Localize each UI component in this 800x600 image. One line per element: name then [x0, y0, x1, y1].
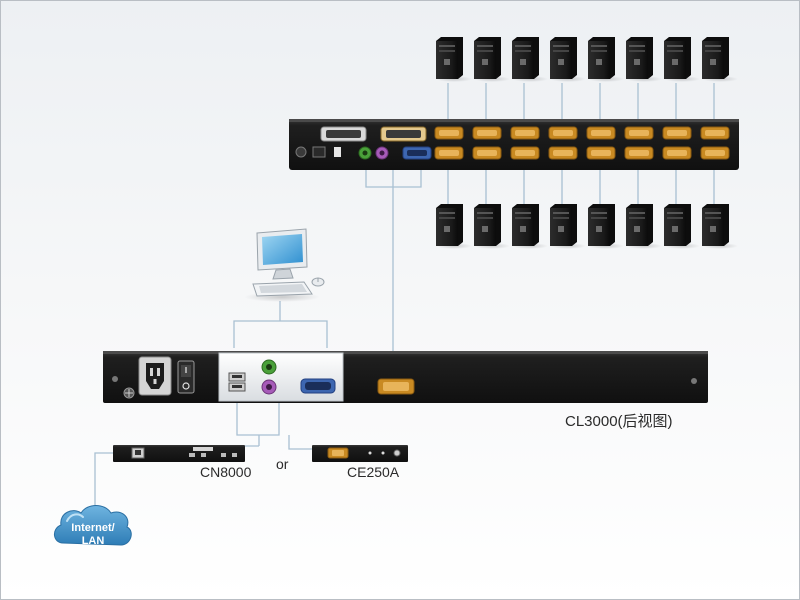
- server-tower-top-5: [588, 37, 624, 82]
- cloud-label-line1: Internet/: [71, 522, 115, 534]
- server-tower-bottom-8: [702, 204, 738, 249]
- cn8000-label: CN8000: [200, 464, 252, 480]
- server-port-2-8: [700, 146, 730, 160]
- server-tower-top-7: [664, 37, 700, 82]
- cl3000-label: CL3000(后视图): [565, 413, 673, 430]
- vga-port-cl3000: [300, 378, 336, 394]
- or-label: or: [276, 456, 289, 472]
- cable-workstation-to-cl3000: [233, 301, 328, 348]
- server-tower-bottom-1: [436, 204, 472, 249]
- server-port-2-6: [624, 146, 654, 160]
- server-port-1-7: [662, 126, 692, 140]
- vga-port: [402, 146, 432, 160]
- server-port-1-6: [624, 126, 654, 140]
- db25-connector-1: [320, 126, 367, 142]
- server-port-1-5: [586, 126, 616, 140]
- server-port-1-8: [700, 126, 730, 140]
- server-tower-bottom-3: [512, 204, 548, 249]
- ce250a-device: [312, 445, 408, 462]
- cables: [447, 83, 715, 204]
- usb-port-small: [334, 147, 341, 157]
- server-tower-top-3: [512, 37, 548, 82]
- cloud-label-line2: LAN: [81, 535, 105, 547]
- server-port-grid: [434, 126, 730, 160]
- server-tower-bottom-5: [588, 204, 624, 249]
- server-port-2-1: [434, 146, 464, 160]
- ce250a-label: CE250A: [347, 464, 400, 480]
- server-tower-bottom-6: [626, 204, 662, 249]
- server-tower-bottom-7: [664, 204, 700, 249]
- power-rocker-switch: [177, 360, 195, 394]
- server-port-1-3: [510, 126, 540, 140]
- cable-switch-to-cl3000: [365, 169, 422, 379]
- server-tower-bottom-4: [550, 204, 586, 249]
- server-port-2-3: [510, 146, 540, 160]
- power-jack: [295, 146, 307, 158]
- console-workstation: [244, 228, 325, 302]
- power-switch: [312, 146, 326, 158]
- server-port-2-5: [586, 146, 616, 160]
- kvm-switch-rear: [289, 119, 739, 170]
- server-tower-top-8: [702, 37, 738, 82]
- server-tower-top-2: [474, 37, 510, 82]
- server-port-2-2: [472, 146, 502, 160]
- server-tower-top-6: [626, 37, 662, 82]
- server-port-1-2: [472, 126, 502, 140]
- server-port-2-7: [662, 146, 692, 160]
- usb-ports: [228, 372, 246, 392]
- cable-cl3000-to-extenders: [236, 399, 331, 451]
- internet-lan-cloud: [54, 505, 132, 546]
- server-tower-top-1: [436, 37, 472, 82]
- server-tower-top-4: [550, 37, 586, 82]
- server-row-top: [436, 37, 738, 82]
- ac-power-inlet: [138, 356, 172, 396]
- static-cables: [94, 169, 422, 506]
- server-port-1-4: [548, 126, 578, 140]
- server-port-1-1: [434, 126, 464, 140]
- server-row-bottom: [436, 204, 738, 249]
- cn8000-device: [113, 445, 245, 462]
- db25-connector-2: [380, 126, 427, 142]
- cl3000-rear-panel: [103, 351, 708, 403]
- server-tower-bottom-2: [474, 204, 510, 249]
- server-port-2-4: [548, 146, 578, 160]
- kvm-port-cl3000: [377, 378, 415, 395]
